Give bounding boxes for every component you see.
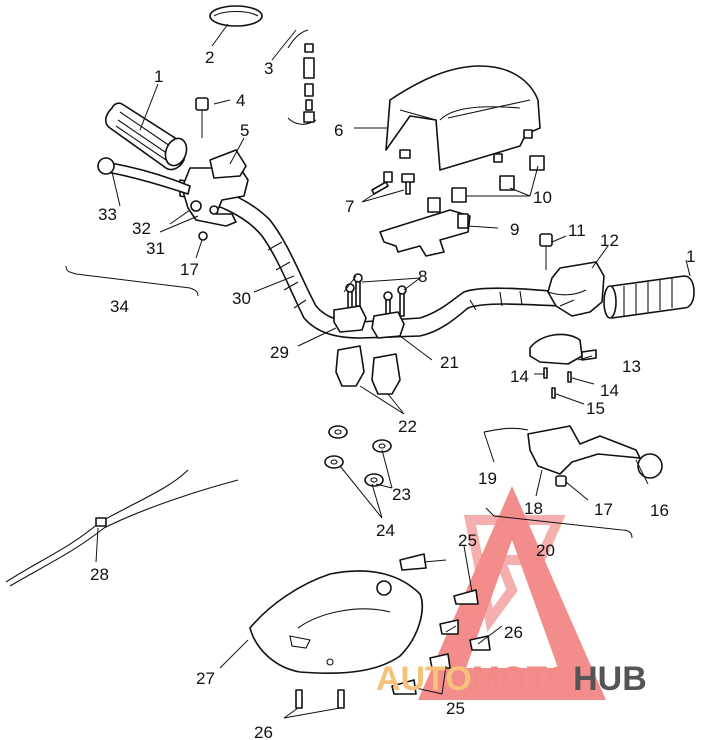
logo-triangle bbox=[418, 486, 606, 700]
callout-10: 10 bbox=[533, 188, 552, 207]
throttle-housing bbox=[529, 333, 597, 399]
callout-11: 11 bbox=[568, 221, 586, 240]
callout-23: 23 bbox=[392, 485, 411, 504]
callout-22: 22 bbox=[398, 417, 417, 436]
lower-clamps-22 bbox=[335, 345, 401, 395]
watermark-moto: MOTO bbox=[472, 660, 573, 698]
callout-25-top: 25 bbox=[458, 531, 477, 550]
callout-34: 34 bbox=[110, 297, 129, 316]
left-brake-assembly bbox=[97, 149, 249, 241]
callout-1-left: 1 bbox=[154, 67, 163, 86]
callout-4: 4 bbox=[236, 91, 245, 110]
callout-29: 29 bbox=[270, 343, 289, 362]
svg-text:AUTOMOTOHUB: AUTOMOTOHUB bbox=[376, 660, 647, 698]
callout-12: 12 bbox=[600, 231, 619, 250]
right-switch-housing bbox=[547, 261, 605, 317]
callout-26-bottom: 26 bbox=[254, 723, 273, 740]
callout-3: 3 bbox=[264, 59, 273, 78]
callout-21: 21 bbox=[440, 353, 459, 372]
bracket-9 bbox=[379, 197, 471, 257]
callout-17-right: 17 bbox=[594, 500, 613, 519]
callout-20: 20 bbox=[536, 541, 555, 560]
callout-17-left: 17 bbox=[180, 260, 199, 279]
callout-1-right: 1 bbox=[686, 247, 695, 266]
lower-cover bbox=[249, 570, 423, 675]
callout-numbers: 1 1 2 3 4 5 6 7 8 9 10 11 12 13 14 14 15… bbox=[90, 48, 695, 740]
callout-14-left: 14 bbox=[510, 367, 529, 386]
callout-33: 33 bbox=[98, 205, 117, 224]
callout-28: 28 bbox=[90, 565, 109, 584]
bolts-7 bbox=[371, 171, 415, 195]
throttle-cable bbox=[5, 469, 239, 587]
left-grip bbox=[104, 102, 188, 171]
callout-27: 27 bbox=[196, 669, 215, 688]
watermark-auto: AUTO bbox=[376, 660, 472, 698]
callout-30: 30 bbox=[232, 289, 251, 308]
clips-10 bbox=[451, 155, 545, 203]
callout-6: 6 bbox=[334, 121, 343, 140]
watermark-text: AUTOMOTOHUB bbox=[376, 660, 647, 698]
bushing-11 bbox=[539, 233, 553, 247]
handlebar bbox=[179, 179, 561, 339]
callout-13: 13 bbox=[622, 357, 641, 376]
callout-18: 18 bbox=[524, 499, 543, 518]
switch-3 bbox=[287, 29, 317, 125]
callout-2: 2 bbox=[205, 48, 214, 67]
right-grip bbox=[603, 275, 695, 319]
callout-8: 8 bbox=[418, 267, 427, 286]
callout-19: 19 bbox=[478, 469, 497, 488]
callout-16: 16 bbox=[650, 501, 669, 520]
headlight-pod bbox=[385, 65, 541, 171]
callout-31: 31 bbox=[146, 239, 165, 258]
bushing-4 bbox=[195, 97, 209, 111]
logo-inner-shape bbox=[463, 515, 566, 633]
callout-5: 5 bbox=[240, 121, 249, 140]
callout-32: 32 bbox=[132, 219, 151, 238]
washers bbox=[324, 425, 392, 487]
callout-14-right: 14 bbox=[600, 381, 619, 400]
callout-24: 24 bbox=[376, 521, 395, 540]
watermark-hub: HUB bbox=[573, 660, 647, 698]
right-brake-lever bbox=[483, 425, 663, 487]
callout-26-right: 26 bbox=[504, 623, 523, 642]
callout-9: 9 bbox=[510, 220, 519, 239]
cap-2 bbox=[209, 5, 263, 27]
callout-7: 7 bbox=[345, 197, 354, 216]
callout-25-bottom: 25 bbox=[446, 699, 465, 718]
watermark-logo bbox=[418, 486, 606, 700]
callout-15: 15 bbox=[586, 399, 605, 418]
leader-lines bbox=[65, 23, 691, 719]
clamp-bolts-8 bbox=[345, 273, 407, 321]
